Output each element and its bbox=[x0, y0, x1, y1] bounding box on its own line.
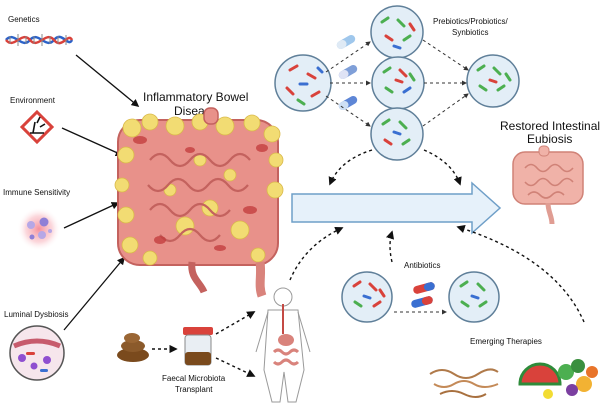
petri-dish-probiotic-bottom bbox=[370, 107, 424, 161]
prebiotics-label-line2: Synbiotics bbox=[452, 28, 488, 37]
pill-icons bbox=[336, 35, 358, 110]
inflamed-gut-illustration bbox=[114, 107, 284, 298]
jar-to-body-arrows bbox=[215, 311, 256, 377]
petri-dish-probiotic-mid bbox=[371, 56, 425, 110]
petri-dish-antibiotic-before bbox=[341, 271, 393, 323]
sample-jar-icon bbox=[183, 327, 213, 366]
eubiosis-title-line2: Eubiosis bbox=[527, 132, 572, 146]
luminal-dysbiosis-label: Luminal Dysbiosis bbox=[4, 310, 68, 319]
immune-sensitivity-label: Immune Sensitivity bbox=[3, 188, 70, 197]
eubiosis-title-line1: Restored Intestinal bbox=[500, 119, 600, 133]
genetics-label: Genetics bbox=[8, 15, 40, 24]
petri-dish-eubiosis-top bbox=[466, 54, 520, 108]
petri-dish-dysbiosis bbox=[274, 54, 332, 112]
antibiotic-pill-icons bbox=[411, 282, 435, 308]
antibiotics-label: Antibiotics bbox=[404, 261, 440, 270]
fmt-label-line2: Transplant bbox=[175, 385, 213, 394]
petri-dish-probiotic-top bbox=[370, 5, 424, 59]
arrows-up-to-big-arrow bbox=[289, 225, 585, 323]
dysbiosis-lumen-icon bbox=[9, 325, 65, 381]
environment-label: Environment bbox=[10, 96, 56, 105]
human-body-outline bbox=[255, 287, 311, 403]
fmt-label-line1: Faecal Microbiota bbox=[162, 374, 226, 383]
factor-arrows bbox=[61, 54, 140, 331]
healthy-gut-illustration bbox=[512, 145, 584, 225]
immune-cells-icon bbox=[17, 207, 61, 251]
helminth-worms-icon bbox=[429, 368, 499, 398]
hazard-environment-icon bbox=[19, 109, 55, 145]
prebiotics-label-line1: Prebiotics/Probiotics/ bbox=[433, 17, 508, 26]
petri-dish-antibiotic-after bbox=[448, 271, 500, 323]
fruits-vegetables-icon bbox=[518, 359, 598, 399]
probiotic-dashed-arrows bbox=[325, 39, 469, 127]
stool-icon bbox=[117, 333, 149, 362]
emerging-therapies-label: Emerging Therapies bbox=[470, 337, 542, 346]
dna-icon bbox=[5, 34, 74, 46]
ibd-title-line1: Inflammatory Bowel bbox=[143, 90, 248, 104]
big-arrow-to-eubiosis bbox=[291, 181, 502, 235]
